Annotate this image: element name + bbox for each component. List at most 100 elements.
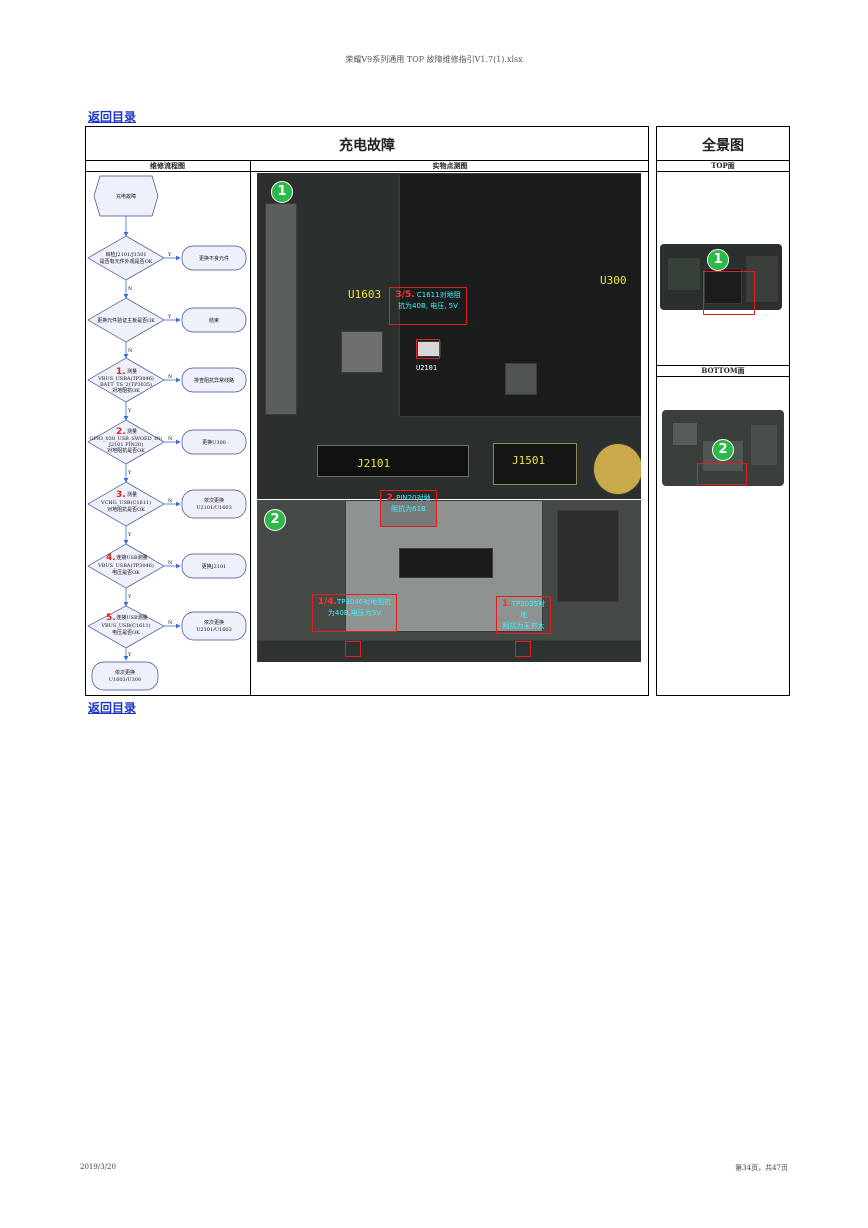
svg-text:VBUS_USBA(TP3046): VBUS_USBA(TP3046) [97,375,154,382]
svg-text:更换不良元件: 更换不良元件 [199,255,229,262]
end-node [91,661,159,691]
svg-text:连接USB测量: 连接USB测量 [116,554,147,561]
footer-page: 第34页，共47页 [735,1164,788,1172]
back-to-index-link-bottom[interactable]: 返回目录 [88,701,137,715]
svg-text:BATT_TS_2(TP3035): BATT_TS_2(TP3035) [100,381,152,388]
component-area [557,510,619,602]
svg-text:N: N [168,374,173,380]
svg-text:1.: 1. [116,367,126,377]
svg-text:VBUS_USB(C1611): VBUS_USB(C1611) [100,622,150,629]
svg-text:U2101/U1603: U2101/U1603 [196,505,232,511]
svg-text:N: N [128,348,133,354]
bottom-side-label: BOTTOM面 [701,366,745,375]
u2101-chip [417,341,441,357]
footer-date: 2019/3/20 [80,1163,116,1171]
photo-header: 实物点测图 [432,161,468,170]
action-trace-impedance [181,367,247,393]
action-replace-j2101 [181,553,247,579]
svg-text:GPIO_038_USB_SWOED_IN(: GPIO_038_USB_SWOED_IN( [90,435,163,442]
divider [85,160,649,161]
action-replace-part [181,245,247,271]
divider [656,376,790,377]
column-divider [250,160,251,696]
svg-text:依次更换: 依次更换 [115,669,135,676]
c1611-highlight [416,339,440,359]
test-pad-row [257,640,641,662]
bottom-region-box [697,463,747,485]
callout-tp3035: 1.TP3035对地 阻抗为无穷大 [496,596,551,634]
svg-text:更换J2101: 更换J2101 [202,563,227,570]
svg-text:5.: 5. [106,613,116,623]
screw-hole [593,443,641,495]
svg-text:对地阻抗是否OK: 对地阻抗是否OK [107,506,145,513]
svg-text:测量: 测量 [127,491,137,498]
svg-text:连接USB测量: 连接USB测量 [116,614,147,621]
svg-text:更换U300: 更换U300 [202,439,226,446]
svg-text:结束: 结束 [209,317,219,324]
back-to-index-link-top[interactable]: 返回目录 [88,110,137,124]
label-j1501: J1501 [512,454,546,467]
inductor [505,363,537,395]
decision-visual-check [87,235,165,281]
tp3035-highlight [515,641,531,657]
svg-text:N: N [168,498,173,504]
tp3046-highlight [345,641,361,657]
bottom-marker: 2 [712,439,734,461]
svg-text:VBUS_USBA(TP3046): VBUS_USBA(TP3046) [97,562,154,569]
action-end [181,307,247,333]
svg-text:Y: Y [167,252,172,258]
svg-text:3.: 3. [116,490,126,500]
action-replace-u2101-u1603-b [181,611,247,641]
inductor [341,331,383,373]
svg-text:测量: 测量 [127,428,137,435]
svg-text:电压是否OK: 电压是否OK [112,629,140,636]
svg-text:N: N [168,620,173,626]
flowchart-header: 维修流程图 [150,161,185,170]
callout-tp3046: 1/4.TP3046对地阻抗 为40B,电压为5V [312,594,397,632]
label-u300: U300 [600,274,627,287]
board-edge [265,203,297,415]
svg-text:N: N [168,560,173,566]
divider [656,160,790,161]
label-u2101: U2101 [416,364,438,372]
repair-flowchart: 充电故障 目检J2101/J1501 是否有元件外观是否OK 更换不良元件 更换… [87,175,247,691]
svg-text:U2101/U1603: U2101/U1603 [196,627,232,633]
decision-measure-1 [87,357,165,403]
top-side-label: TOP面 [711,161,735,170]
decision-measure-3 [87,481,165,527]
main-title: 充电故障 [339,138,395,154]
svg-text:依次更换: 依次更换 [204,619,224,626]
svg-text:更换元件验证主板是否OK: 更换元件验证主板是否OK [97,317,155,324]
svg-text:2.: 2. [116,427,126,437]
svg-text:N: N [168,436,173,442]
svg-text:Y: Y [127,470,132,476]
start-text: 充电故障 [116,193,136,200]
decision-replace-verify [87,297,165,343]
svg-text:N: N [128,286,133,292]
divider [656,171,790,172]
top-region-box [703,271,755,315]
board-photo-top [257,173,641,499]
svg-text:Y: Y [127,594,132,600]
j1501-connector [493,443,577,485]
divider [656,365,790,366]
svg-text:电压是否OK: 电压是否OK [112,569,140,576]
svg-text:对地阻抗是否OK: 对地阻抗是否OK [107,447,145,454]
svg-text:J2101 PIN20): J2101 PIN20) [108,441,143,448]
svg-text:Y: Y [167,314,172,320]
svg-text:4.: 4. [106,553,116,563]
j2101-connector [317,445,469,477]
photo-marker-1: 1 [271,181,293,203]
svg-text:VCHG_USB(C1611): VCHG_USB(C1611) [100,499,151,506]
panorama-title: 全景图 [702,138,744,154]
decision-measure-2 [87,419,165,465]
divider [85,171,649,172]
label-u1603: U1603 [348,288,382,301]
photo-marker-2: 2 [264,509,286,531]
action-replace-u300 [181,429,247,455]
action-replace-u2101-u1603 [181,489,247,519]
svg-text:对地阻抗OK: 对地阻抗OK [112,387,140,394]
callout-c1611: 3/5. C1611对地阻 抗为40B, 电压, 5V [389,287,467,325]
label-j2101: J2101 [357,457,391,470]
svg-text:Y: Y [127,532,132,538]
